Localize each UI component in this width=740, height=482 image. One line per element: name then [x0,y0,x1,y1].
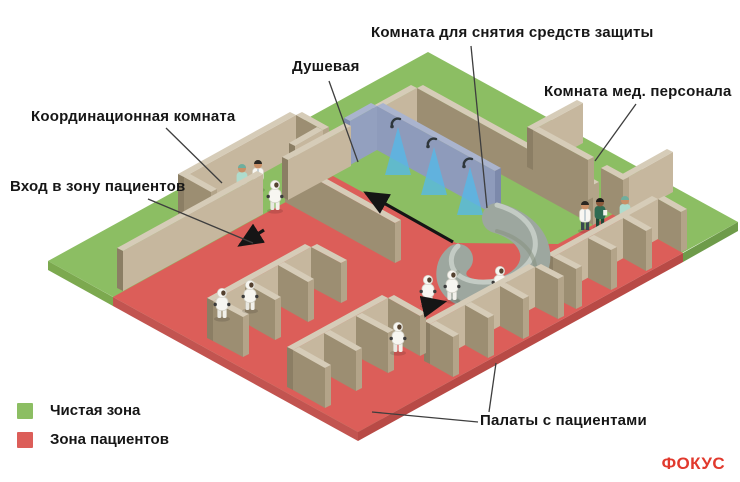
patient-zone-swatch [17,431,33,448]
legend-label: Зона пациентов [50,431,169,448]
leader-line [328,80,359,163]
label-removal-room: Комната для снятия средств защиты [371,24,654,41]
leader-line [165,127,223,184]
flow-arrow [237,223,265,247]
label-patient-entrance: Вход в зону пациентов [10,178,186,195]
flow-arrow [419,295,448,318]
leader-line [488,362,497,413]
flow-arrow [363,191,454,244]
leader-line [371,411,479,423]
platform-edge [358,253,683,441]
legend-item-patient-zone: Зона пациентов [17,431,169,448]
label-coordination-room: Координационная комната [31,108,236,125]
platform-edge [683,222,738,262]
label-patient-wards: Палаты с пациентами [480,412,647,429]
staff-room [527,100,673,220]
leader-lines [147,45,637,423]
ward-block [287,295,426,408]
label-shower: Душевая [292,58,360,75]
legend-item-clean-zone: Чистая зона [17,402,140,419]
ward-block [424,264,564,377]
zone-boundary-walls [117,123,351,291]
clean-zone-swatch [17,402,33,419]
platform-edge [113,297,358,441]
label-staff-room: Комната мед. персонала [544,83,732,100]
leader-line [470,45,488,209]
leader-line [147,198,254,244]
focus-logo: ФОКУС [661,454,725,473]
ward-block [207,244,347,357]
platform-edge [48,261,113,306]
legend-label: Чистая зона [50,402,141,419]
leader-line [594,103,637,162]
flow-arrows [237,191,454,318]
ward-block [547,196,687,309]
